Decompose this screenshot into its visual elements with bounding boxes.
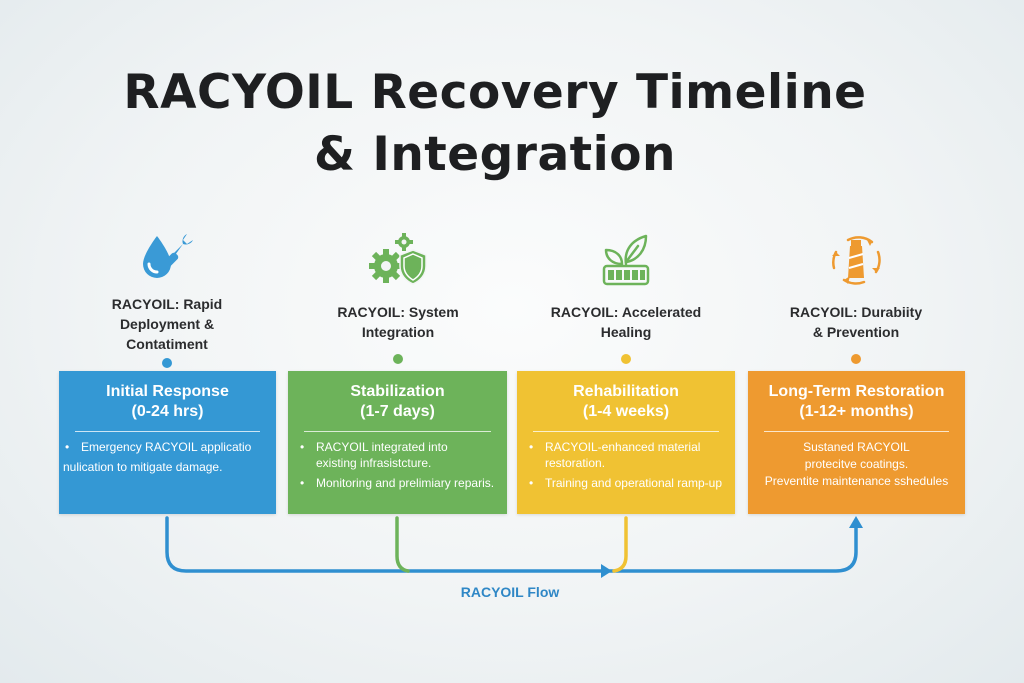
- divider: [304, 431, 491, 432]
- stage-label-line: RACYOIL: Accelerated: [550, 304, 702, 320]
- stage-label-line: RACYOIL: Rapid: [111, 296, 223, 312]
- phase-duration: (1-7 days): [360, 403, 435, 420]
- timeline-dot: [393, 354, 403, 364]
- stage-label-line: Contatiment: [126, 336, 208, 352]
- phase-title: Stabilization: [350, 383, 445, 400]
- lighthouse-cycle-icon: [832, 236, 881, 285]
- divider: [533, 431, 719, 432]
- title-line-2: & Integration: [313, 127, 676, 182]
- timeline-dot: [621, 354, 631, 364]
- stage-label-line: Deployment &: [119, 316, 215, 332]
- phase-duration: (1-4 weeks): [582, 403, 670, 420]
- leaf-battery-icon: [602, 234, 650, 286]
- phase-title: Rehabilitation: [573, 383, 679, 400]
- arrow-right-icon: [601, 564, 612, 578]
- stage-header-durability-prevention: RACYOIL: Durabiity & Prevention: [741, 228, 971, 364]
- stage-label-line: Integration: [361, 324, 435, 340]
- phase-box-initial-response: Initial Response (0-24 hrs) Emergency RA…: [59, 371, 276, 514]
- phase-bullet: RACYOIL-enhanced material restoration.: [527, 439, 725, 471]
- title-line-1: RACYOIL Recovery Timeline: [123, 65, 867, 120]
- page-title: RACYOIL Recovery Timeline & Integration: [0, 62, 990, 186]
- timeline-dot: [851, 354, 861, 364]
- phase-bullet: Emergency RACYOIL applicatio: [63, 439, 276, 455]
- stage-label-line: Healing: [600, 324, 652, 340]
- phase-duration: (1-12+ months): [799, 403, 914, 420]
- flow-label: RACYOIL Flow: [460, 584, 560, 600]
- stage-header-accelerated-healing: RACYOIL: Accelerated Healing: [511, 228, 741, 364]
- phase-duration: (0-24 hrs): [131, 403, 204, 420]
- stage-label-line: & Prevention: [812, 324, 900, 340]
- phase-title: Initial Response: [106, 383, 229, 400]
- phase-title: Long-Term Restoration: [768, 383, 945, 400]
- stage-label-line: RACYOIL: Durabiity: [789, 304, 923, 320]
- phase-text-line: Sustaned RACYOIL: [803, 440, 910, 454]
- phase-bullet: RACYOIL integrated into existing infrasi…: [298, 439, 466, 471]
- phase-box-rehabilitation: Rehabilitation (1-4 weeks) RACYOIL-enhan…: [517, 371, 735, 514]
- droplet-wrench-icon: [143, 234, 193, 278]
- phase-box-long-term-restoration: Long-Term Restoration (1-12+ months) Sus…: [748, 371, 965, 514]
- phase-bullet: Training and operational ramp-up: [527, 475, 735, 491]
- phase-box-stabilization: Stabilization (1-7 days) RACYOIL integra…: [288, 371, 507, 514]
- arrow-up-icon: [849, 516, 863, 528]
- phase-bullet: Monitoring and prelimiary reparis.: [298, 475, 507, 491]
- divider: [75, 431, 260, 432]
- phase-bullet-continuation: nulication to mitigate damage.: [63, 460, 223, 474]
- timeline-dot: [162, 358, 172, 368]
- phase-text-line: Preventite maintenance sshedules: [764, 474, 949, 488]
- phase-text-line: protecitve coatings.: [804, 457, 909, 471]
- divider: [764, 431, 949, 432]
- stage-label-line: RACYOIL: System: [337, 304, 459, 320]
- stage-header-system-integration: RACYOIL: System Integration: [283, 228, 513, 364]
- gears-shield-icon: [369, 233, 427, 285]
- stage-header-rapid-deployment: RACYOIL: Rapid Deployment & Contatiment: [52, 228, 282, 368]
